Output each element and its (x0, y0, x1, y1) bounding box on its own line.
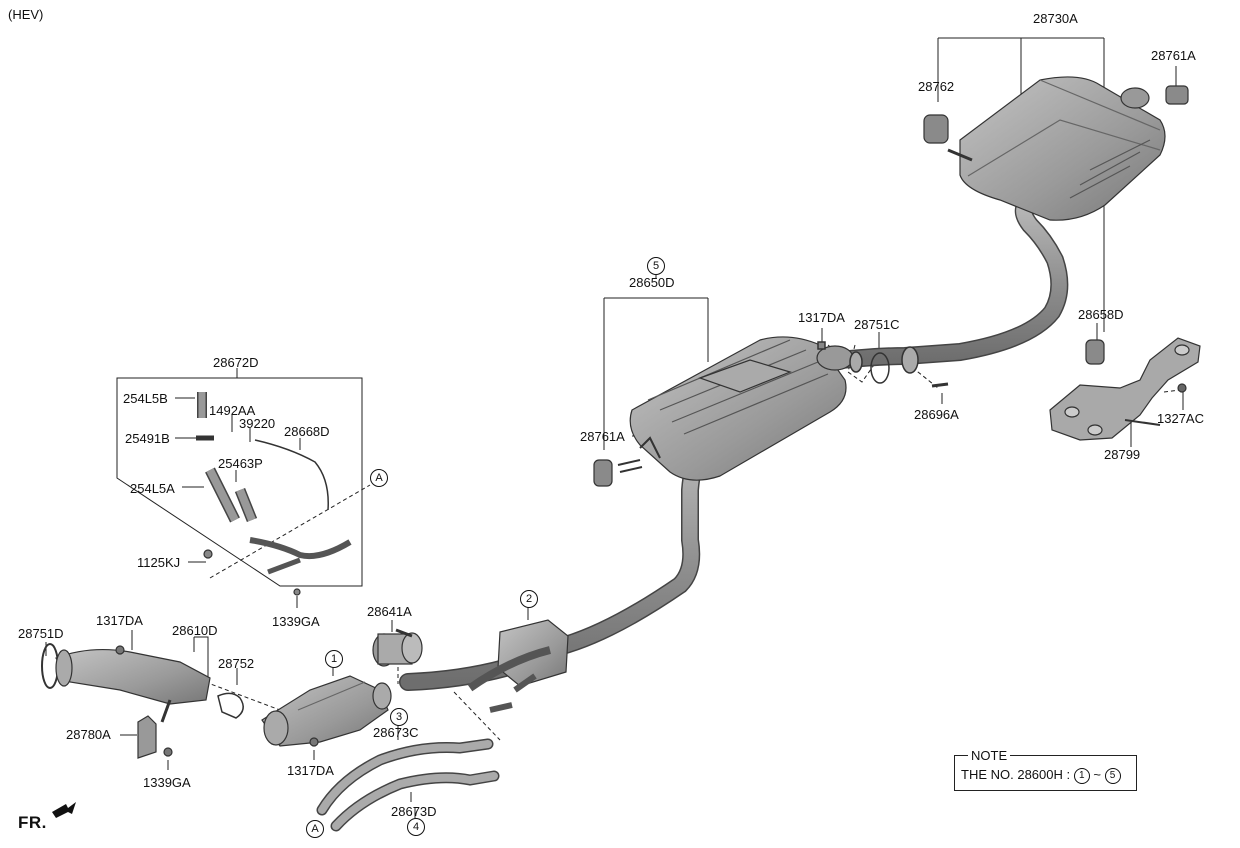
note-box (954, 755, 1137, 791)
part-label-28762: 28762 (918, 79, 955, 94)
part-label-254L5A: 254L5A (130, 481, 175, 496)
part-label-1327AC: 1327AC (1157, 411, 1204, 426)
part-label-28673C: 28673C (373, 725, 419, 740)
callout-4: 4 (407, 818, 425, 836)
part-label-1492AA: 1492AA (209, 403, 256, 418)
part-label-28730A: 28730A (1033, 11, 1078, 26)
part-label-28752: 28752 (218, 656, 255, 671)
part-label-28610D: 28610D (172, 623, 218, 638)
part-label-1317DA-bot: 1317DA (287, 763, 334, 778)
part-label-28761A-top: 28761A (1151, 48, 1196, 63)
note-from: 1 (1073, 767, 1090, 784)
gasket-rear (817, 341, 949, 388)
part-label-28780A: 28780A (66, 727, 111, 742)
note-text: THE NO. 28600H : 1 ~ 5 (961, 767, 1121, 784)
callout-A-bot: A (306, 820, 324, 838)
connector-pipe-2 (467, 619, 569, 713)
pipes-3-4 (316, 738, 500, 832)
part-label-28668D: 28668D (284, 424, 330, 439)
part-label-1339GA-left: 1339GA (143, 775, 191, 790)
part-label-28650D: 28650D (629, 275, 675, 290)
clamp-28641A (372, 628, 423, 667)
front-arrow-icon (52, 802, 76, 818)
part-label-28799: 28799 (1104, 447, 1141, 462)
part-label-254L5B: 254L5B (123, 391, 168, 406)
hangers (593, 85, 1189, 487)
part-label-28672D: 28672D (213, 355, 259, 370)
rear-muffler (947, 76, 1166, 221)
leader-lines (45, 37, 1184, 818)
vacuum-hose-assembly (196, 392, 352, 596)
front-pipe (41, 643, 244, 723)
part-label-1317DA-left: 1317DA (96, 613, 143, 628)
catalytic-converter (261, 675, 392, 747)
note-sep: ~ (1093, 767, 1101, 782)
main-pipe (399, 196, 1069, 691)
part-label-28751C: 28751C (854, 317, 900, 332)
part-label-28641A: 28641A (367, 604, 412, 619)
center-muffler (617, 336, 854, 481)
part-label-28751D: 28751D (18, 626, 64, 641)
heat-shield (1049, 337, 1201, 441)
callout-1: 1 (325, 650, 343, 668)
part-label-39220: 39220 (239, 416, 276, 431)
callout-A-top: A (370, 469, 388, 487)
part-label-28673D: 28673D (391, 804, 437, 819)
part-label-28761A-mid: 28761A (580, 429, 625, 444)
callout-3: 3 (390, 708, 408, 726)
part-label-28658D: 28658D (1078, 307, 1124, 322)
front-marker: FR. (18, 813, 47, 832)
part-label-28696A: 28696A (914, 407, 959, 422)
note-to: 5 (1104, 767, 1121, 784)
part-label-25463P: 25463P (218, 456, 263, 471)
hanger-28780A (137, 715, 173, 759)
callout-2: 2 (520, 590, 538, 608)
variant-label: (HEV) (8, 7, 44, 22)
part-label-1317DA-mid: 1317DA (798, 310, 845, 325)
note-title: NOTE (968, 748, 1011, 763)
callout-5: 5 (647, 257, 665, 275)
part-label-1125KJ: 1125KJ (137, 555, 181, 570)
note-prefix: THE NO. 28600H : (961, 767, 1071, 782)
part-label-1339GA-box: 1339GA (272, 614, 320, 629)
part-label-25491B: 25491B (125, 431, 170, 446)
